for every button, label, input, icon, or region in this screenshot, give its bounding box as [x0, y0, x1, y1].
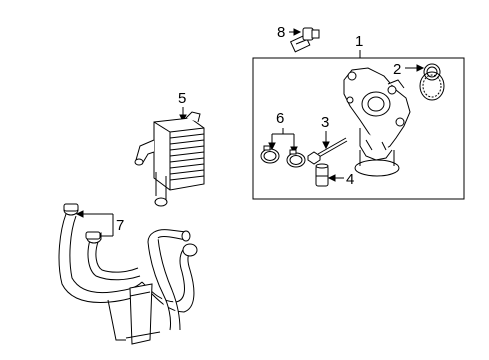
leader-7-arrow-a: [77, 211, 83, 217]
callout-5: 5: [178, 90, 186, 107]
callout-4: 4: [346, 171, 354, 188]
oil-cooler: [135, 112, 204, 206]
assembly-box: [253, 58, 464, 199]
leader-5-arrow: [180, 115, 186, 121]
filter-housing: [344, 68, 410, 176]
callout-3: 3: [321, 114, 329, 131]
leader-8-arrow: [294, 29, 300, 35]
callout-7: 7: [116, 217, 124, 234]
leader-3-arrow: [323, 142, 329, 148]
callout-1: 1: [355, 33, 363, 50]
leader-2-arrow: [417, 65, 423, 71]
sensor-part: [291, 28, 319, 52]
fitting-part: [316, 164, 328, 186]
callout-6: 6: [276, 110, 284, 127]
callout-2: 2: [393, 61, 401, 78]
hose-clamps: [261, 146, 305, 167]
callout-8: 8: [277, 24, 285, 41]
leader-lines: [77, 29, 423, 239]
cooler-hoses: [59, 204, 197, 344]
bolt-part: [308, 138, 347, 164]
leader-4-arrow: [329, 175, 335, 181]
oring-clip: [420, 64, 444, 100]
cooler-fins: [170, 134, 204, 180]
